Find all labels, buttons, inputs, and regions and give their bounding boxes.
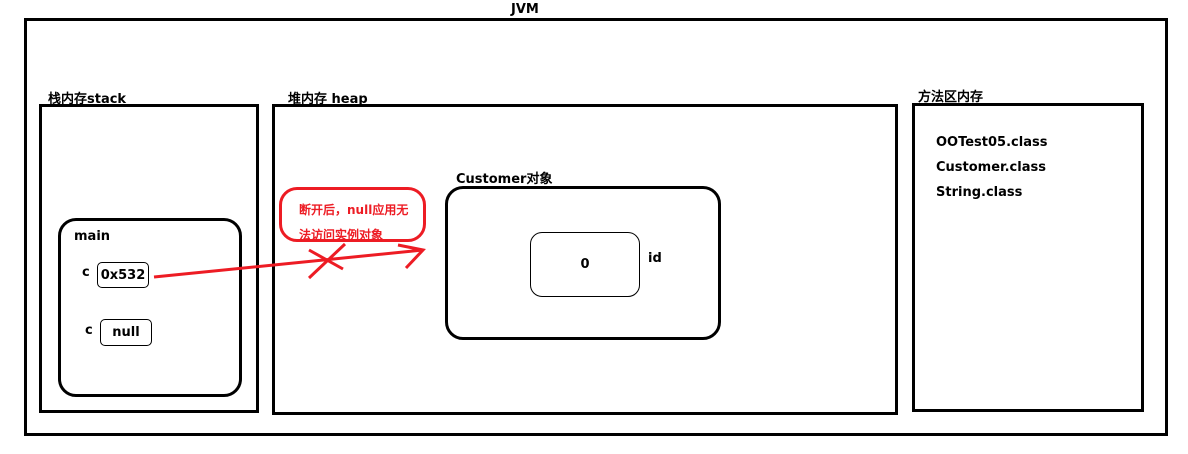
class-item: OOTest05.class (936, 135, 1048, 150)
cross-icon (307, 242, 347, 280)
main-frame (58, 218, 242, 397)
stack-box (39, 104, 259, 413)
reference-line (153, 248, 424, 279)
id-field: 0 (530, 232, 640, 297)
var-value: 0x532 (97, 262, 149, 288)
heap-box (272, 104, 898, 415)
annotation-bubble (279, 187, 426, 242)
var-name: c (85, 323, 93, 338)
jvm-box (24, 18, 1168, 436)
cross-icon (308, 248, 344, 271)
jvm-title: JVM (511, 2, 539, 17)
annotation-line2: 法访问实例对象 (299, 228, 384, 242)
heap-label: 堆内存 heap (288, 92, 368, 107)
method-area-box (912, 103, 1144, 412)
class-item: Customer.class (936, 160, 1046, 175)
object-label: Customer对象 (456, 172, 553, 187)
class-item: String.class (936, 185, 1023, 200)
stack-label: 栈内存stack (48, 92, 127, 107)
annotation-line1: 断开后，null应用无 (299, 203, 409, 217)
id-field-name: id (648, 251, 662, 266)
var-value: null (100, 319, 152, 346)
arrowhead-icon (397, 243, 426, 270)
main-frame-label: main (74, 229, 111, 244)
var-name: c (82, 265, 90, 280)
customer-object (445, 186, 721, 340)
method-area-label: 方法区内存 (918, 90, 984, 105)
